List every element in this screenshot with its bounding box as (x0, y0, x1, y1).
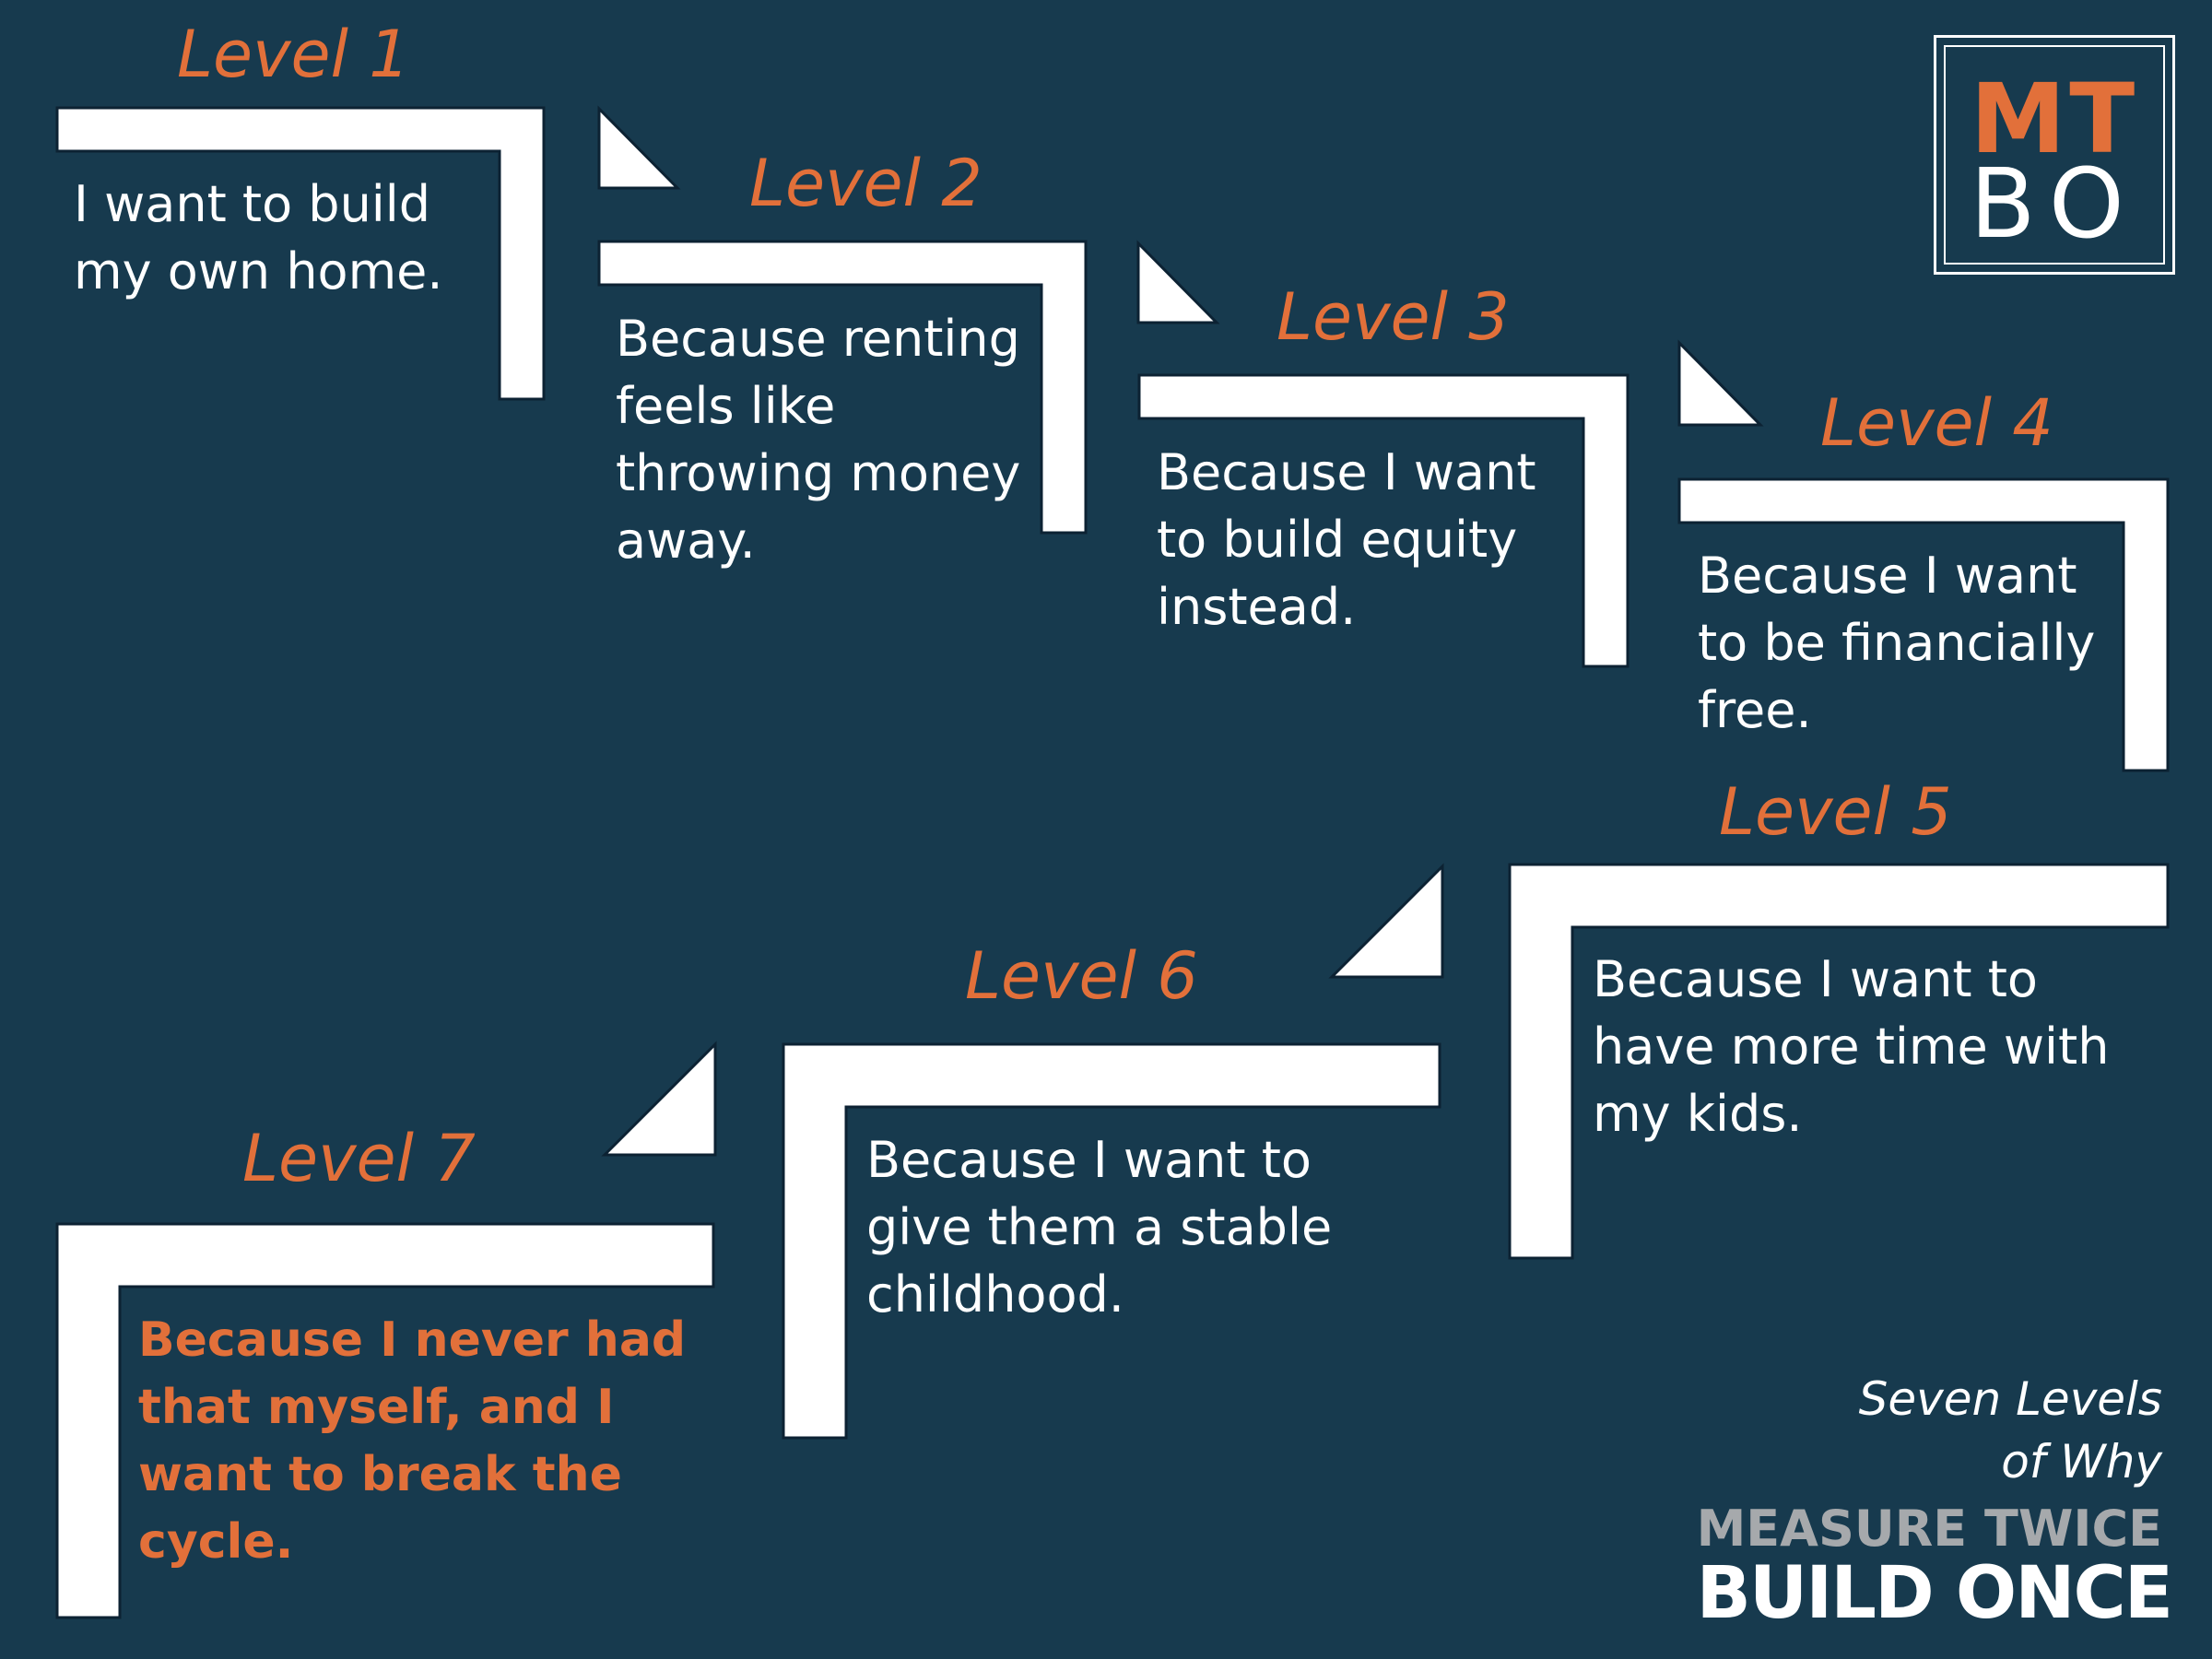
level-7-text: Because I never had that myself, and I w… (138, 1312, 687, 1570)
tagline-line-2: of Why (2001, 1435, 2162, 1488)
level-3-text: Because I want to build equity instead. (1157, 443, 1536, 636)
tagline-line-1: Seven Levels (1858, 1372, 2162, 1426)
level-6-text: Because I want to give them a stable chi… (866, 1131, 1333, 1324)
brand-measure-twice: MEASURE TWICE (1696, 1500, 2162, 1558)
mtbo-logo: MT BO (1934, 35, 2175, 275)
bracket-level-4 (1677, 477, 2170, 772)
level-5-label: Level 5 (1719, 774, 1952, 850)
bracket-level-5 (1508, 863, 2170, 1260)
level-1-text: I want to build my own home. (74, 175, 443, 300)
level-2-text: Because renting feels like throwing mone… (616, 310, 1021, 570)
arrow-3-to-4 (1677, 339, 1764, 427)
bracket-level-6 (782, 1042, 1441, 1440)
tagline: Seven Levels of Why (1859, 1368, 2162, 1493)
brand-build-once: BUILD ONCE (1696, 1552, 2173, 1635)
bracket-level-3 (1137, 373, 1630, 668)
arrow-5-to-6 (1328, 863, 1444, 979)
bracket-level-7 (55, 1222, 715, 1619)
arrow-1-to-2 (597, 105, 681, 190)
logo-inner-frame (1944, 45, 2165, 265)
bracket-level-2 (597, 240, 1088, 535)
level-3-label: Level 3 (1277, 279, 1510, 355)
logo-bottom-letters: BO (1970, 147, 2139, 260)
level-1-label: Level 1 (177, 17, 410, 92)
bracket-level-1 (55, 106, 546, 401)
level-6-label: Level 6 (965, 938, 1198, 1014)
arrow-2-to-3 (1136, 240, 1220, 324)
level-7-label: Level 7 (242, 1121, 476, 1196)
logo-top-letters: MT (1970, 63, 2139, 175)
level-4-label: Level 4 (1820, 385, 2053, 461)
level-2-label: Level 2 (749, 146, 982, 221)
level-5-text: Because I want to have more time with my… (1593, 950, 2110, 1143)
level-4-text: Because I want to be financially free. (1698, 547, 2096, 739)
arrow-6-to-7 (601, 1041, 717, 1157)
